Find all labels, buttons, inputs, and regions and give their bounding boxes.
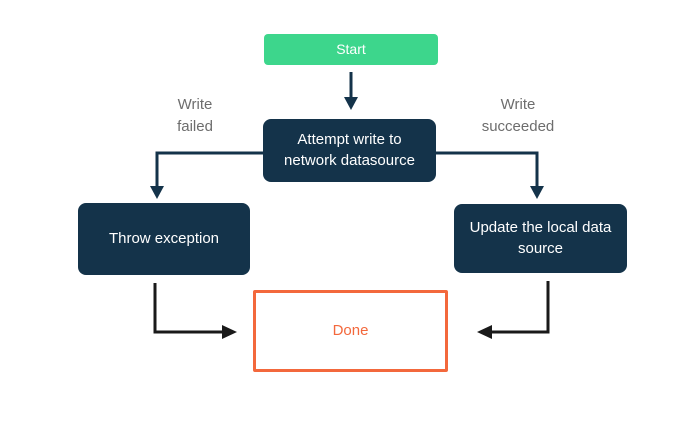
node-start: Start [264, 34, 438, 65]
arrow-attempt-to-update [436, 151, 544, 199]
edge-label-write-failed: Write failed [177, 96, 213, 135]
arrow-update-to-done [477, 281, 550, 339]
node-update-local-data: Update the local data source [454, 204, 627, 273]
node-attempt-write: Attempt write to network datasource [263, 119, 436, 182]
edge-label-write-succeeded: Write succeeded [481, 96, 555, 135]
node-throw-exception: Throw exception [78, 203, 250, 275]
arrow-start-to-attempt [344, 72, 358, 110]
node-done: Done [253, 290, 448, 372]
arrow-throw-to-done [153, 283, 237, 339]
arrow-attempt-to-throw [150, 151, 263, 199]
